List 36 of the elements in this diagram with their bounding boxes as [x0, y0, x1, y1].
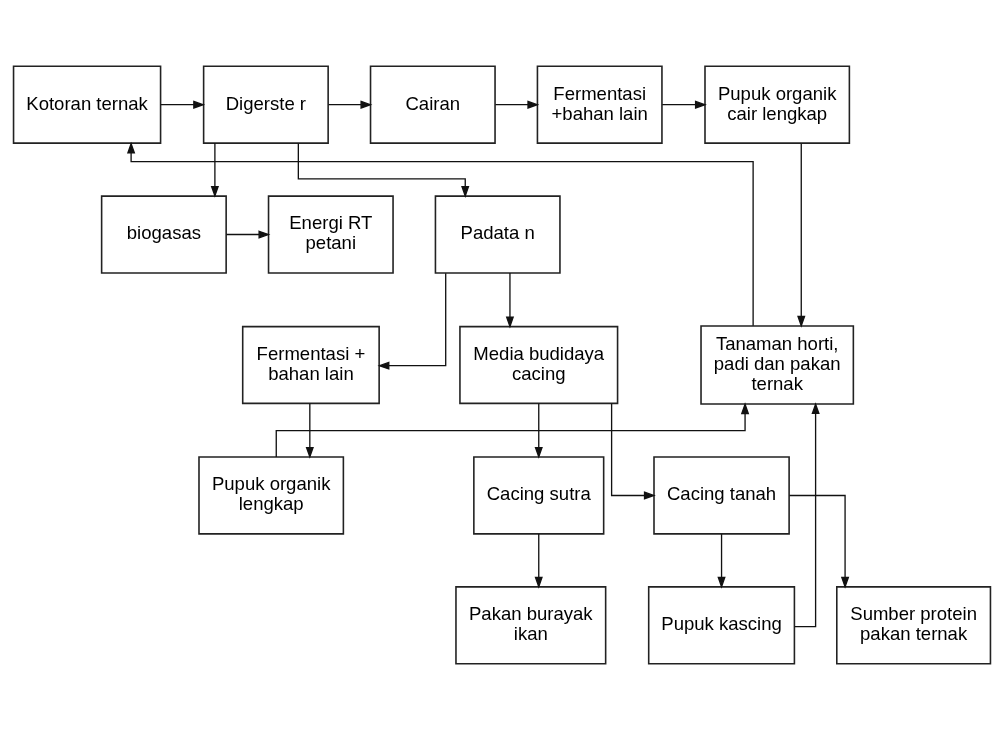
- arrow: [494, 100, 540, 109]
- node-box: Cacing tanah: [653, 456, 790, 535]
- arrow: [788, 494, 850, 589]
- node-box: Fermentasi + bahan lain: [241, 325, 380, 405]
- arrow: [327, 100, 373, 109]
- node-box: Cacing sutra: [473, 456, 605, 535]
- arrow: [377, 272, 447, 370]
- node-box: biogasas: [100, 195, 227, 274]
- node-box: Tanaman horti, padi dan pakan ternak: [700, 325, 855, 405]
- node-box: Sumber protein pakan ternak: [836, 586, 992, 665]
- arrow: [225, 230, 271, 239]
- arrow: [717, 533, 726, 589]
- arrow: [610, 402, 656, 500]
- node-box: Cairan: [369, 65, 496, 144]
- node-box: Media budidaya cacing: [459, 325, 619, 405]
- node-box: Pupuk organik lengkap: [198, 456, 345, 535]
- arrow: [305, 402, 314, 459]
- arrow: [126, 141, 754, 327]
- arrow: [160, 100, 206, 109]
- node-box: Energi RT petani: [267, 195, 394, 274]
- arrow: [797, 143, 806, 328]
- arrow: [505, 272, 515, 329]
- node-box: Pupuk organik cair lengkap: [704, 65, 851, 144]
- node-box: Fermentasi +bahan lain: [536, 65, 663, 144]
- arrow: [534, 533, 543, 589]
- node-box: Kotoran ternak: [12, 65, 162, 144]
- arrow: [534, 402, 543, 459]
- arrow: [661, 100, 707, 109]
- arrow: [210, 142, 220, 198]
- arrow: [297, 142, 470, 198]
- node-box: Pakan burayak ikan: [455, 586, 607, 665]
- node-box: Digerste r: [202, 65, 329, 144]
- arrow: [794, 402, 820, 628]
- arrow: [275, 402, 750, 458]
- node-box: Padata n: [434, 195, 561, 274]
- node-box: Pupuk kascing: [647, 586, 796, 665]
